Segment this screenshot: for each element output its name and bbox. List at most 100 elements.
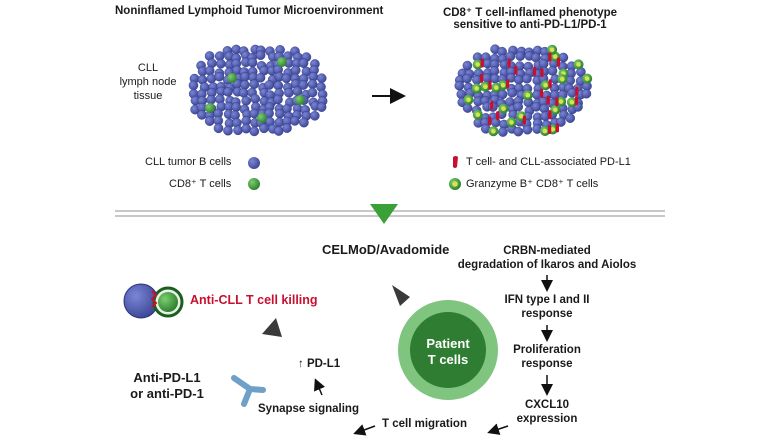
tumor-b-cell (462, 103, 473, 113)
tumor-b-cell (290, 65, 301, 76)
granzyme-dot (558, 99, 564, 104)
anti-line2: or anti-PD-1 (130, 386, 204, 401)
killing-cells-icon (123, 283, 184, 319)
granzyme-dot (542, 128, 548, 134)
cxcl-line2: expression (516, 413, 578, 425)
granzyme-dot (560, 76, 565, 82)
pdl1-marker (488, 80, 492, 90)
patient-t-cells-inner (410, 312, 486, 388)
pdl1-marker (555, 123, 559, 133)
t-cell-legend-icon (248, 178, 260, 190)
right-panel-title-line2: sensitive to anti-PD-L1/PD-1 (453, 19, 607, 31)
noninflamed-tissue (188, 44, 328, 137)
granzyme-dot (543, 82, 548, 88)
tumor-b-cell (249, 79, 259, 89)
green-triangle-arrow (370, 204, 398, 224)
granzyme-dot (584, 76, 590, 81)
pdl1-marker (506, 79, 510, 89)
pdl1-marker (522, 115, 526, 125)
tumor-b-cell (299, 117, 309, 128)
cd8-t-cell (295, 95, 305, 105)
tumor-b-cell (522, 73, 532, 84)
tumor-b-cell (273, 126, 284, 136)
anti-line1: Anti-PD-L1 (133, 370, 201, 385)
cd8-t-cell (227, 73, 237, 83)
tumor-b-cell (241, 123, 251, 134)
cd8-t-cell (205, 103, 215, 113)
pdl1-marker (548, 125, 552, 134)
legend-pdl1: T cell- and CLL-associated PD-L1 (466, 156, 631, 168)
tumor-b-cell (231, 102, 241, 112)
tumor-b-cell (259, 123, 269, 134)
pdl1-legend-icon (453, 156, 458, 168)
cd8-t-cell (277, 57, 287, 67)
tumor-b-cell (289, 116, 300, 126)
pdl1-label: ↑ PD-L1 (298, 358, 341, 370)
tumor-b-cell (498, 127, 508, 137)
synapse-label: Synapse signaling (258, 403, 359, 415)
tumor-b-cell (240, 71, 250, 82)
pdl1-marker (574, 96, 579, 106)
pdl1-marker (556, 57, 561, 67)
pdl1-marker (548, 110, 552, 120)
granzyme-dot (475, 112, 481, 117)
tumor-b-cell (462, 73, 472, 84)
antibody-icon (231, 375, 266, 407)
granzyme-dot (483, 84, 488, 89)
left-panel-title: Noninflamed Lymphoid Tumor Microenvironm… (115, 5, 384, 17)
tumor-b-cell (309, 111, 320, 121)
prolif-line1: Proliferation (513, 344, 581, 356)
pdl1-marker (480, 58, 484, 68)
pdl1-marker (540, 68, 544, 78)
tumor-b-cell (507, 87, 518, 98)
tissue-label-line2: lymph node (119, 76, 177, 88)
granzyme-dot (474, 86, 480, 91)
pdl1-marker (514, 65, 518, 75)
tumor-b-cell (239, 80, 250, 90)
tumor-b-cell (316, 102, 327, 112)
pdl1-marker (555, 97, 559, 107)
legend-b-cells: CLL tumor B cells (145, 156, 232, 168)
tumor-b-cell (531, 102, 542, 112)
tumor-b-cell (298, 58, 309, 68)
cxcl-line1: CXCL10 (524, 399, 570, 411)
tumor-b-cell (565, 113, 576, 123)
legend-granzyme: Granzyme B⁺ CD8⁺ T cells (466, 178, 599, 190)
tissue-label-line3: tissue (133, 90, 163, 102)
crbn-line1: CRBN-mediated (503, 245, 591, 257)
pdl1-marker (540, 88, 544, 98)
ifn-line1: IFN type I and II (504, 294, 590, 306)
tumor-b-cell (214, 71, 225, 82)
tumor-b-cell (514, 74, 524, 85)
killing-pointer (262, 318, 282, 337)
drug-label: CELMoD/Avadomide (322, 242, 450, 257)
granzyme-dot (549, 47, 555, 53)
tissue-label-line1: CLL (137, 62, 159, 74)
granzyme-dot (500, 82, 506, 88)
pdl1-marker (490, 100, 494, 110)
patient-line1: Patient (426, 336, 470, 351)
tumor-b-cell (255, 50, 266, 61)
tumor-b-cell (558, 52, 569, 63)
tumor-b-cell (281, 73, 292, 84)
migration-label: T cell migration (382, 418, 467, 430)
tumor-b-cell (188, 80, 199, 91)
drug-pointer (392, 285, 410, 306)
tumor-b-cell (264, 80, 275, 90)
patient-line2: T cells (427, 352, 469, 367)
tumor-b-cell (581, 88, 592, 99)
granzyme-dot (501, 106, 506, 111)
granzyme-dot (552, 54, 558, 59)
granzyme-dot (491, 128, 496, 134)
granzyme-dot (525, 92, 531, 98)
tumor-b-cell (273, 94, 283, 105)
crbn-line2: degradation of Ikaros and Aiolos (457, 259, 637, 271)
pdl1-marker (479, 73, 484, 83)
tumor-b-cell (204, 116, 215, 126)
prolif-line2: response (521, 358, 573, 370)
tumor-b-cell (316, 73, 327, 83)
tumor-b-cell (223, 125, 233, 136)
tumor-b-cell (223, 87, 233, 97)
tumor-b-cell (275, 108, 285, 119)
